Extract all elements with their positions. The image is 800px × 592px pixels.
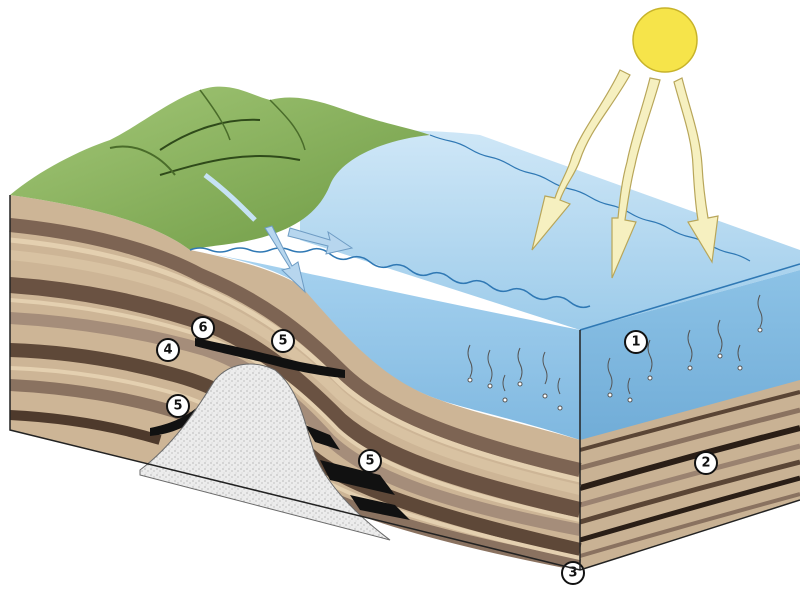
marker-5c-label: 5 <box>365 454 374 469</box>
marker-4: 4 <box>156 338 180 362</box>
marker-5a: 5 <box>271 329 295 353</box>
water-front-face <box>190 250 580 440</box>
water-surface <box>300 130 800 330</box>
marker-3-label: 3 <box>568 566 577 581</box>
marker-5b-label: 5 <box>173 399 182 414</box>
block-outline <box>9 195 800 571</box>
water-side-line <box>579 263 800 331</box>
marker-5b: 5 <box>166 394 190 418</box>
sinking-organisms <box>467 294 763 411</box>
water-back-line <box>429 134 751 262</box>
marker-5c: 5 <box>358 449 382 473</box>
marker-2: 2 <box>694 451 718 475</box>
sun-icon <box>632 7 698 73</box>
hills <box>10 86 430 251</box>
marker-1-label: 1 <box>631 335 640 350</box>
marker-6: 6 <box>191 316 215 340</box>
coal-seams <box>150 338 410 520</box>
marker-6-label: 6 <box>198 321 207 336</box>
marker-4-label: 4 <box>163 343 172 358</box>
marker-5a-label: 5 <box>278 334 287 349</box>
sun-ray-arrow-icon <box>531 69 719 279</box>
granite-intrusion <box>139 363 391 541</box>
marker-1: 1 <box>624 330 648 354</box>
marker-2-label: 2 <box>701 456 710 471</box>
water-edge-line <box>189 247 591 309</box>
runoff-arrow-icon <box>264 225 354 294</box>
